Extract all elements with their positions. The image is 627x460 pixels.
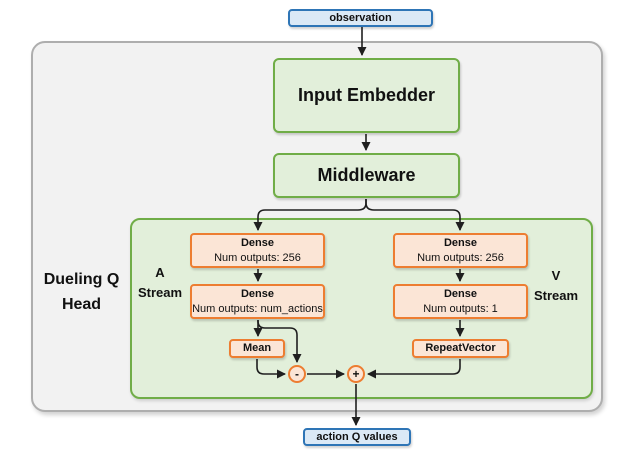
node-repeat-vector: RepeatVector [412,339,509,358]
node-middleware: Middleware [273,153,460,198]
a-dense-2-title: Dense [240,287,275,300]
v-dense-1-title: Dense [443,236,478,249]
v-dense-1-num-outputs: Num outputs: 256 [417,251,504,264]
v-dense-2-title: Dense [443,287,478,300]
node-a-dense-1: Dense Num outputs: 256 [190,233,325,268]
dueling-head-label: Dueling Q Head [43,271,120,313]
add-operator: + [347,365,365,383]
node-mean: Mean [229,339,285,358]
a-dense-1-num-outputs: Num outputs: 256 [214,251,301,264]
v-stream-label: V Stream [533,268,579,303]
node-a-dense-2: Dense Num outputs: num_actions [190,284,325,319]
node-v-dense-2: Dense Num outputs: 1 [393,284,528,319]
node-observation: observation [288,9,433,27]
node-v-dense-1: Dense Num outputs: 256 [393,233,528,268]
node-action-q-values: action Q values [303,428,411,446]
a-dense-1-title: Dense [240,236,275,249]
a-stream-label: A Stream [137,265,183,300]
v-dense-2-num-outputs: Num outputs: 1 [423,302,498,315]
subtract-operator: - [288,365,306,383]
node-input-embedder: Input Embedder [273,58,460,133]
a-dense-2-num-outputs: Num outputs: num_actions [192,302,323,315]
